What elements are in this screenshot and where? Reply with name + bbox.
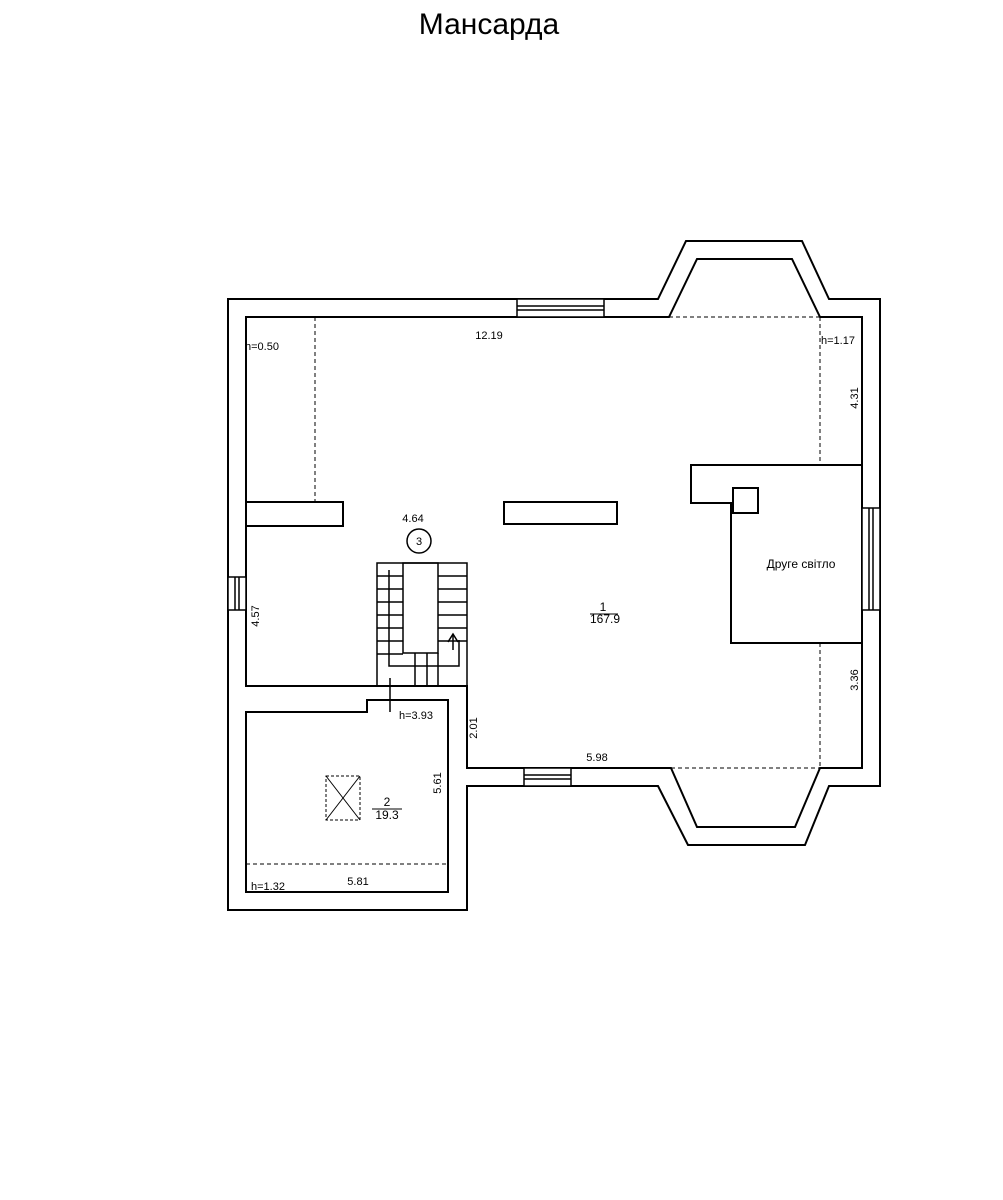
stair-marker-number: 3 bbox=[416, 536, 422, 548]
dimension-bottom-main: 5.98 bbox=[586, 752, 607, 764]
window-left bbox=[227, 576, 247, 611]
room-2-area: 19.3 bbox=[375, 808, 399, 822]
height-top-left: h=0.50 bbox=[245, 341, 279, 353]
roof-hatch-icon bbox=[325, 775, 361, 821]
second-light-void bbox=[690, 464, 862, 644]
dimension-right-upper: 4.31 bbox=[849, 387, 861, 408]
dimension-room-2-side: 5.61 bbox=[432, 772, 444, 793]
dimension-room-2-bottom: 5.81 bbox=[347, 876, 368, 888]
dimension-right-lower: 3.36 bbox=[849, 669, 861, 690]
void-label: Друге світло bbox=[767, 557, 836, 571]
room-2-number: 2 bbox=[384, 795, 391, 809]
height-top-right: h=1.17 bbox=[821, 335, 855, 347]
partition-left bbox=[246, 501, 344, 527]
inner-wall bbox=[245, 258, 863, 828]
window-right bbox=[861, 507, 881, 611]
dimension-stair-side: 2.01 bbox=[468, 717, 480, 738]
staircase bbox=[376, 562, 468, 687]
room-2-wall bbox=[245, 699, 449, 893]
outer-wall bbox=[227, 240, 881, 911]
room-1-area: 167.9 bbox=[590, 612, 620, 626]
window-top bbox=[516, 298, 605, 318]
window-bottom bbox=[523, 767, 572, 787]
room-1-number: 1 bbox=[600, 600, 607, 614]
height-stairs: h=3.93 bbox=[399, 710, 433, 722]
dimension-center-small: 4.64 bbox=[402, 513, 423, 525]
height-room-2: h=1.32 bbox=[251, 881, 285, 893]
dimension-top-width: 12.19 bbox=[475, 330, 503, 342]
plan-title: Мансарда bbox=[418, 8, 560, 41]
chimney bbox=[732, 487, 759, 514]
central-beam bbox=[503, 501, 618, 525]
stair-direction-arrow bbox=[447, 632, 459, 650]
dimension-left-wall: 4.57 bbox=[250, 605, 262, 626]
stair-marker-circle bbox=[406, 528, 432, 554]
